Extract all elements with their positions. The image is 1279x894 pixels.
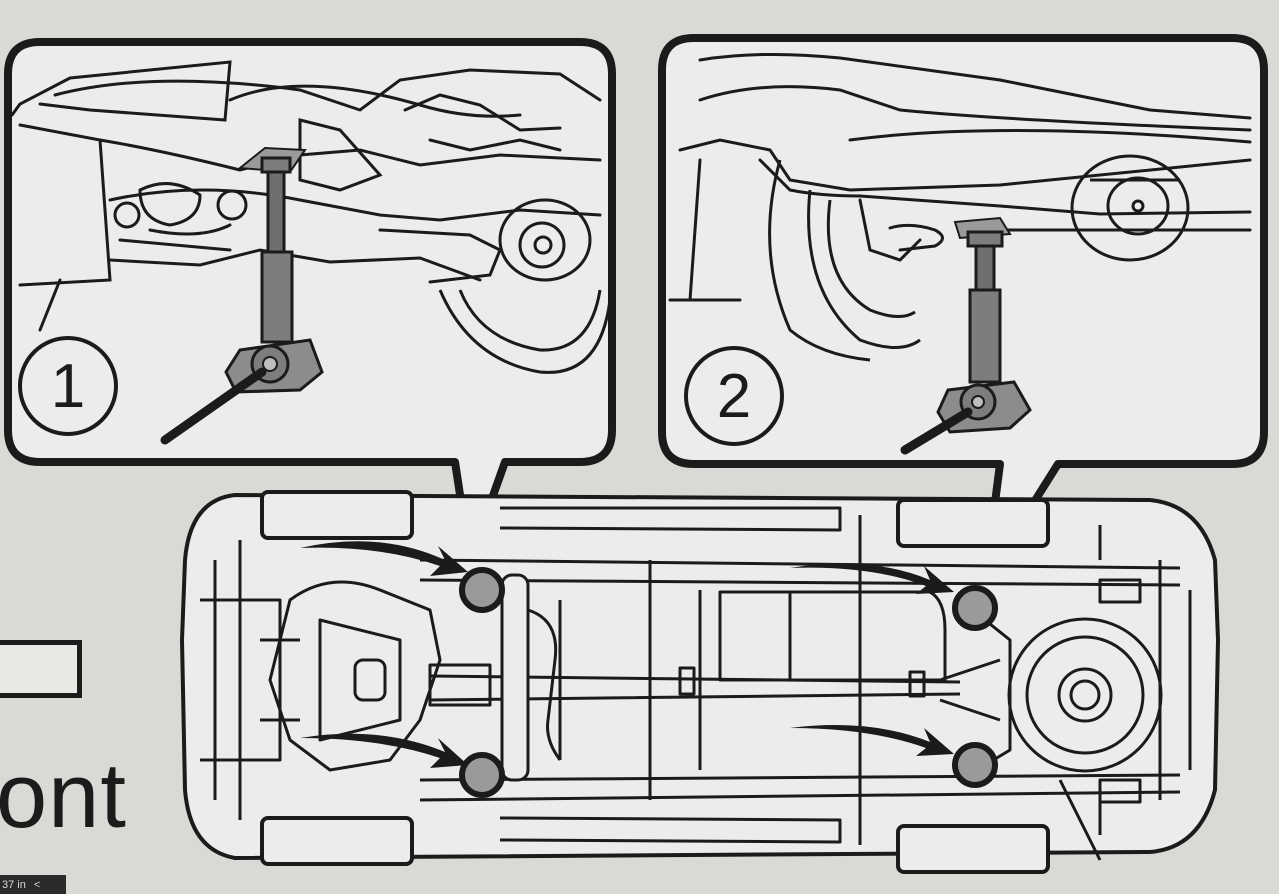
- front-label-partial: ont: [0, 745, 127, 847]
- front-crossmember: [500, 573, 530, 782]
- step-2-number: 2: [684, 346, 784, 446]
- front-left-jack-point: [459, 567, 505, 613]
- callout-1-frame: [4, 38, 616, 564]
- rear-right-jack-point: [952, 742, 998, 788]
- rear-left-jack-point: [952, 585, 998, 631]
- nav-back-icon[interactable]: <: [33, 878, 41, 891]
- callout-panel-front-jack-point: [4, 38, 616, 564]
- step-1-number: 1: [18, 336, 118, 436]
- front-right-jack-point: [459, 752, 505, 798]
- front-right-jack-point-arrow: [300, 733, 468, 768]
- front-underbody-detail: [10, 60, 602, 332]
- zoom-readout: 37 in: [2, 878, 26, 891]
- front-right-wheel: [260, 816, 414, 866]
- rear-right-jack-point-arrow: [790, 725, 954, 756]
- front-tire: [438, 198, 612, 374]
- front-left-jack-point-arrow: [300, 541, 468, 576]
- vehicle-underside: [180, 490, 1220, 874]
- jack-2: [900, 230, 1032, 455]
- rear-left-wheel: [896, 498, 1050, 548]
- status-strip: 37 in <: [0, 875, 66, 894]
- rear-differential: [1070, 154, 1190, 262]
- rear-right-wheel: [896, 824, 1050, 874]
- jack-point-markers: [300, 541, 998, 798]
- front-left-wheel: [260, 490, 414, 540]
- label-box: [0, 640, 82, 698]
- rear-tire: [768, 159, 921, 362]
- rear-left-jack-point-arrow: [790, 563, 954, 594]
- jack-1: [160, 156, 324, 445]
